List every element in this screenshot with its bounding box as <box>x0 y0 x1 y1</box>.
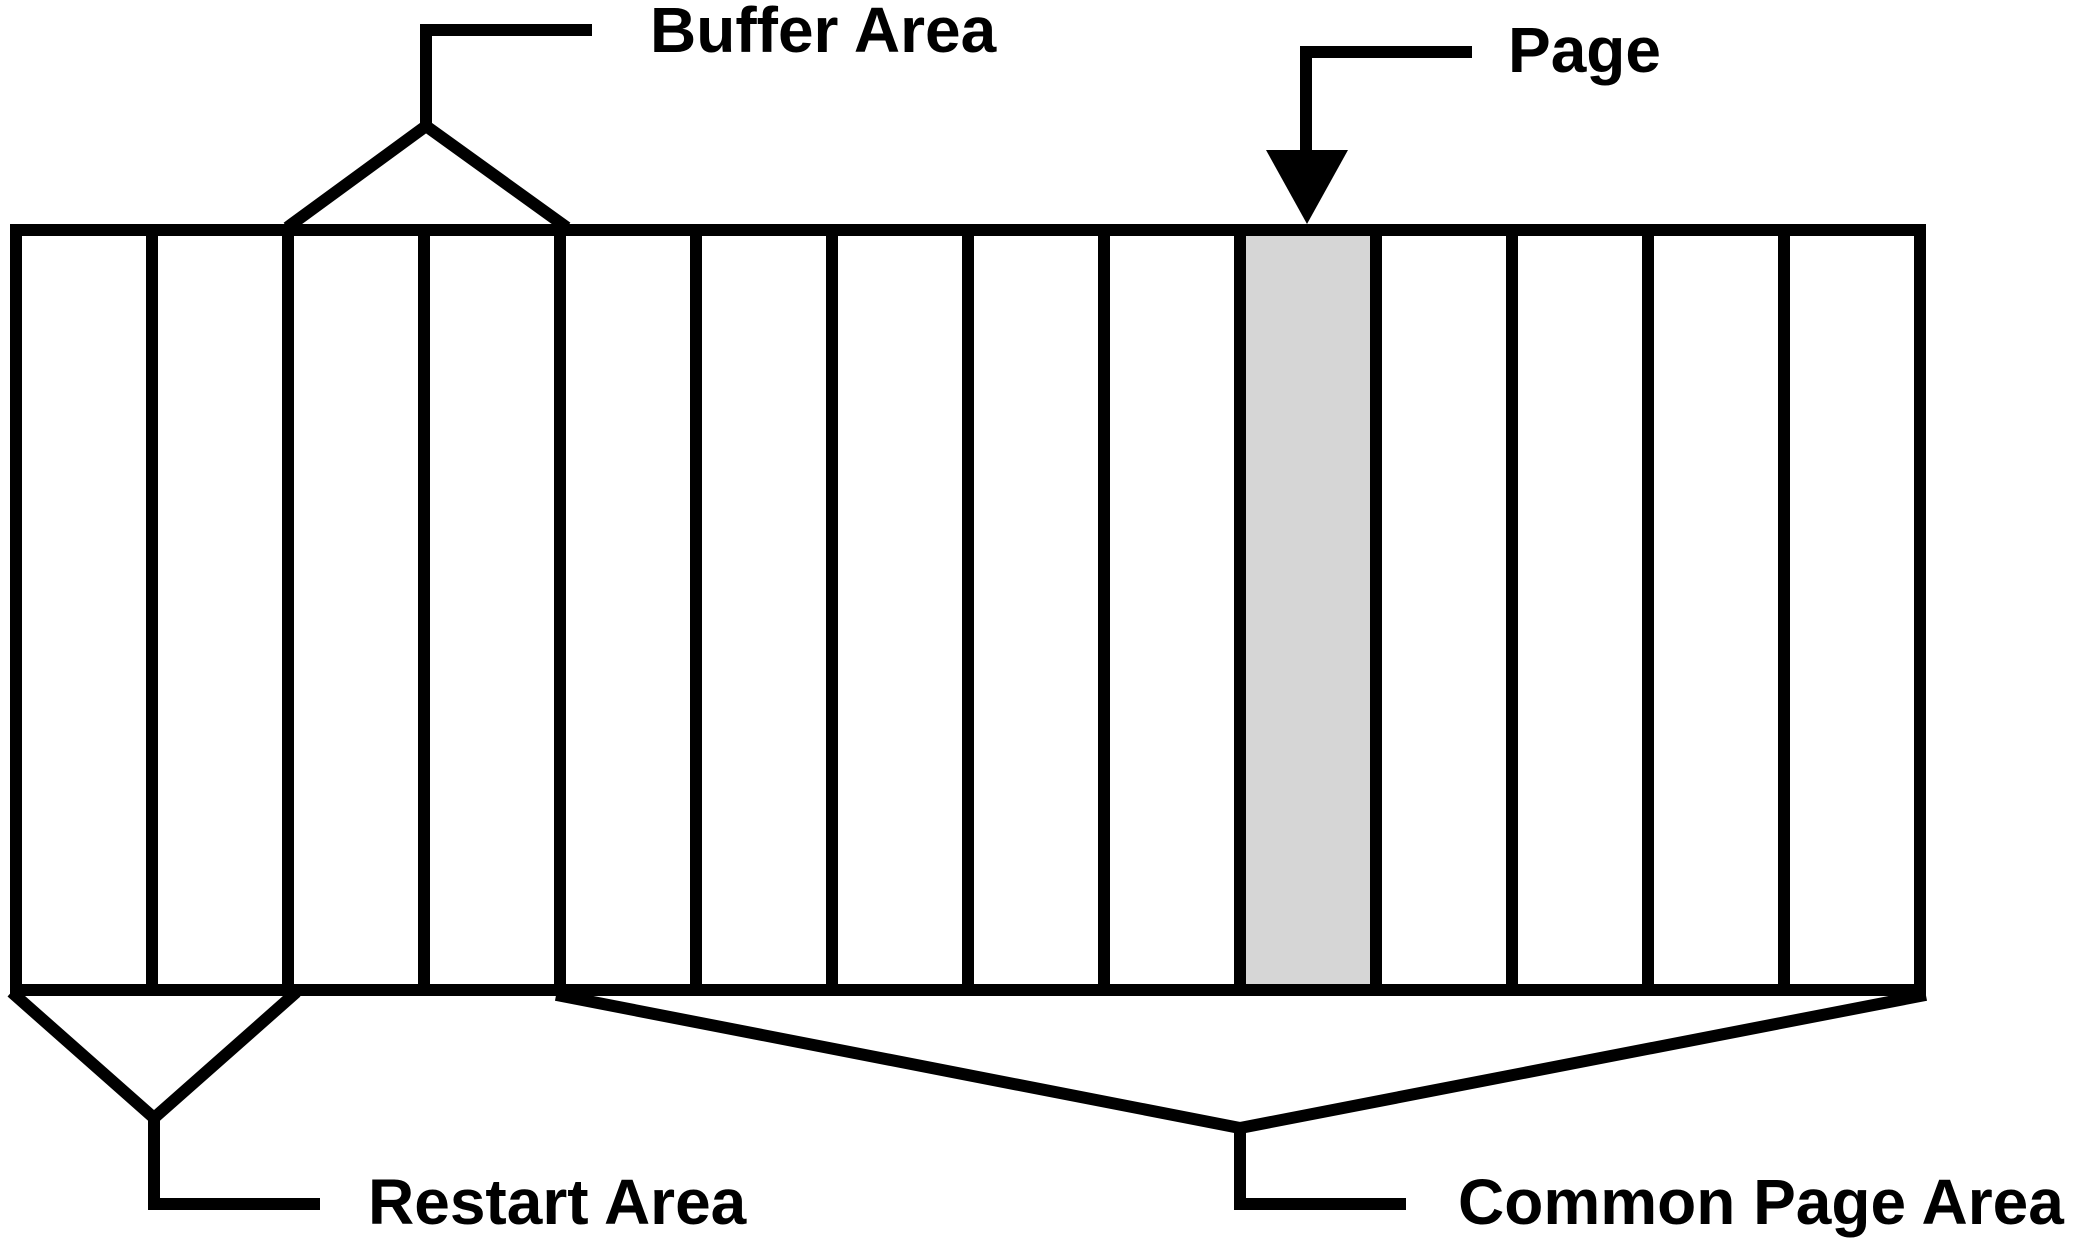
buffer-area-label: Buffer Area <box>650 0 997 66</box>
restart-area-label: Restart Area <box>368 1166 747 1238</box>
common-page-area-label: Common Page Area <box>1458 1166 2064 1238</box>
common-page-area-bracket <box>554 988 1928 1210</box>
restart-area-bracket <box>7 987 320 1210</box>
page-strip <box>10 224 1926 996</box>
highlighted-page-cell <box>1240 230 1376 990</box>
page-arrow <box>1266 46 1472 224</box>
page-label: Page <box>1508 14 1661 86</box>
arrow-head <box>1266 150 1348 224</box>
buffer-area-bracket <box>283 24 592 233</box>
